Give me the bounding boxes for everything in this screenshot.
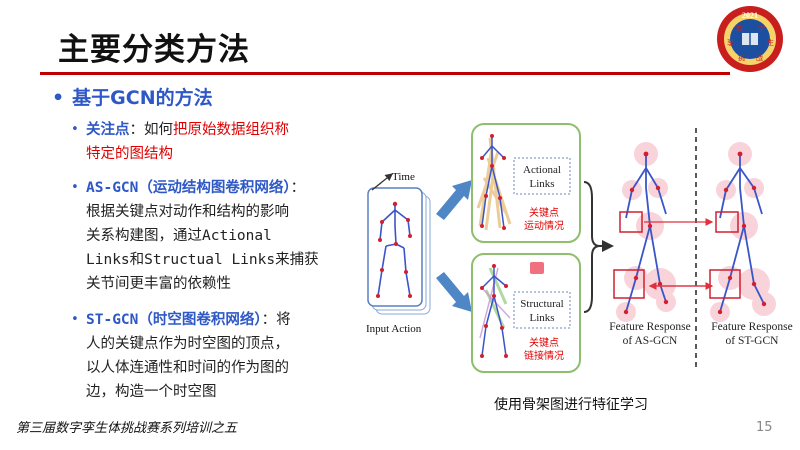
item-line: 关节间更丰富的依赖性: [86, 276, 231, 292]
actional-links-label: Actional: [523, 164, 561, 176]
sub-bullet-icon: •: [71, 312, 79, 327]
footer-text: 第三届数字孪生体挑战赛系列培训之五: [16, 421, 238, 436]
feature-st-label: Feature Response: [711, 321, 792, 333]
item-sep: ：: [290, 180, 306, 196]
feature-as-label: Feature Response: [609, 321, 690, 333]
input-action-label: Input Action: [366, 323, 422, 335]
red-note: 运动情况: [524, 219, 564, 232]
logo-year: 2021: [742, 11, 758, 20]
structural-links-box: [513, 291, 571, 329]
input-action-frames: [367, 187, 431, 315]
sub-bullet-icon: •: [71, 122, 79, 137]
logo-char: 战: [756, 53, 763, 62]
structural-links-label: Structural: [520, 298, 563, 310]
feature-st-label: of ST-GCN: [726, 335, 780, 347]
actional-links-box: [513, 157, 571, 195]
structural-links-label: Links: [529, 312, 554, 324]
as-gcn-skeleton: [613, 142, 676, 322]
logo-char: 孪: [727, 38, 734, 47]
actional-links-label: Links: [529, 178, 554, 190]
item-line: 边，构造一个时空图: [86, 384, 217, 400]
zoom-icon: [530, 262, 544, 274]
sub-item-st-gcn: • ST-GCN（时空图卷积网络）：将 人的关键点作为时空图的顶点， 以人体连通…: [71, 308, 291, 404]
logo-char: 数: [736, 24, 743, 33]
title-underline: [40, 72, 730, 75]
logo-char: 字: [758, 24, 765, 33]
red-note: 关键点: [529, 336, 559, 349]
sub-item-as-gcn: • AS-GCN（运动结构图卷积网络）： 根据关键点对动作和结构的影响 关系构建…: [71, 176, 319, 296]
item-label: ST-GCN（时空图卷积网络）: [86, 312, 262, 328]
item-line: 关系构建图，通过Actional: [86, 228, 272, 244]
main-bullet: • 基于GCN的方法: [52, 83, 213, 110]
slide-title: 主要分类方法: [58, 32, 250, 68]
time-label: Time: [392, 171, 415, 183]
item-line: Links和Structual Links来捕获: [86, 252, 319, 268]
red-note: 关键点: [529, 206, 559, 219]
time-arrow: [371, 173, 394, 191]
logo-char: 挑: [738, 53, 745, 62]
skeleton-figure: Time Input Action Actional Links 关键点 运动情…: [366, 123, 793, 373]
feature-as-label: of AS-GCN: [623, 335, 678, 347]
st-gcn-skeleton: [709, 142, 776, 322]
item-line: 特定的图结构: [86, 146, 173, 162]
figure-caption: 使用骨架图进行特征学习: [494, 397, 648, 413]
arrow-up-icon: [436, 180, 472, 220]
item-label: 关注点: [86, 122, 130, 138]
main-bullet-text: 基于GCN的方法: [72, 87, 213, 109]
item-line: 以人体连通性和时间的作为图的: [86, 360, 289, 376]
bullet-dot-icon: •: [52, 87, 65, 109]
arrow-down-icon: [436, 272, 472, 312]
logo-char: 生: [767, 38, 774, 47]
item-label: AS-GCN（运动结构图卷积网络）: [86, 180, 291, 196]
sub-bullet-icon: •: [71, 180, 79, 195]
actional-skeleton: [476, 134, 512, 231]
item-line: 根据关键点对动作和结构的影响: [86, 204, 289, 220]
page-number: 15: [756, 420, 773, 435]
sub-item-focus: • 关注点：如何把原始数据组织称 特定的图结构: [71, 118, 289, 166]
item-sep: ：将: [261, 312, 291, 328]
structural-skeleton: [479, 264, 511, 358]
competition-logo: 2021 数 字 孪 生 挑 战: [717, 6, 783, 72]
merge-bracket: [583, 181, 601, 313]
item-highlight: 把原始数据组织称: [173, 122, 289, 138]
item-sep: ：如何: [129, 122, 174, 138]
red-note: 链接情况: [524, 349, 564, 362]
item-line: 人的关键点作为时空图的顶点，: [86, 336, 289, 352]
